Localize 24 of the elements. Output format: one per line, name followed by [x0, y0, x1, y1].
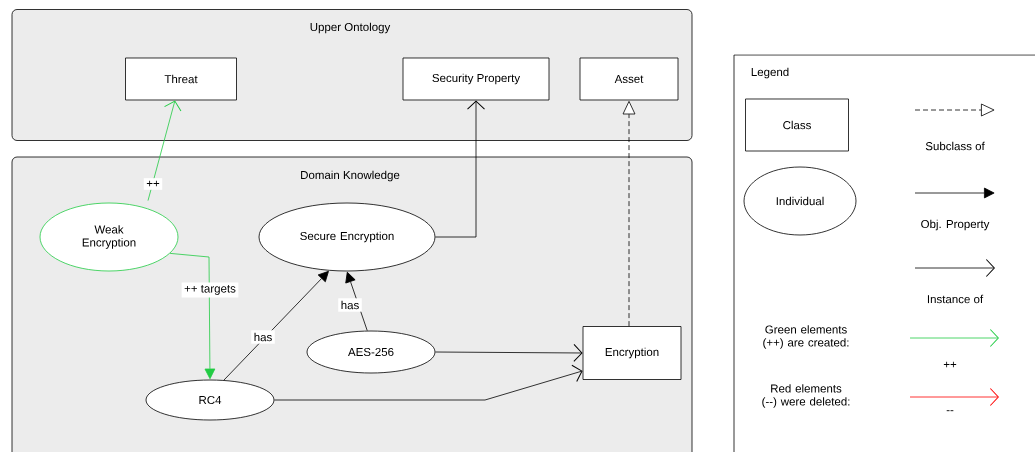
arrow-label: ++ — [943, 361, 957, 368]
arrow — [435, 100, 485, 238]
arrow — [147, 100, 182, 201]
edge-label: has — [338, 298, 362, 312]
legend-title: Legend — [751, 67, 789, 79]
arrow — [622, 100, 636, 327]
class-box: Asset — [579, 57, 679, 101]
legend-text: Instance of — [927, 294, 984, 304]
class-box: Threat — [125, 57, 237, 101]
arrow — [435, 343, 583, 362]
legend-class-box: Class — [745, 98, 849, 152]
legend-text: Red elements (--) were deleted: — [762, 384, 850, 408]
edge-label: has — [251, 330, 275, 344]
class-box: Encryption — [582, 326, 682, 380]
arrow — [169, 252, 216, 380]
legend-text: Obj. Property — [921, 219, 990, 231]
class-box: Security Property — [402, 57, 550, 101]
arrow — [223, 270, 329, 381]
legend-text: Green elements (++) are created: — [763, 325, 849, 349]
arrow — [345, 271, 368, 332]
legend-text: Subclass of — [925, 141, 985, 151]
arrow-label: -- — [946, 410, 954, 412]
edge-label: ++ — [143, 178, 163, 190]
arrow — [274, 364, 583, 401]
